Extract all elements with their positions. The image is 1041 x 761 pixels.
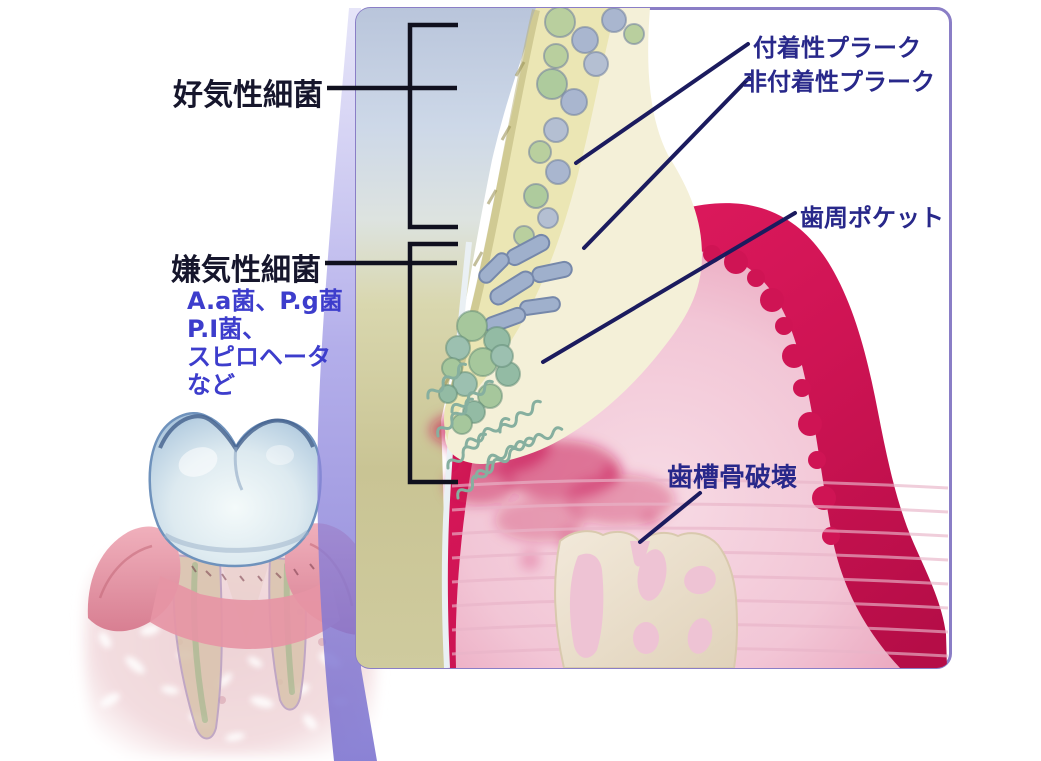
cervical-speckles	[191, 563, 315, 582]
cocci-bacteria	[513, 8, 645, 247]
label-attached-plaque: 付着性プラーク	[753, 34, 921, 62]
anaerobic-example-line-1: A.a菌、P.g菌	[187, 287, 343, 315]
magnifier-cone	[317, 8, 377, 761]
label-unattached-plaque: 非付着性プラーク	[743, 68, 935, 96]
spirochete-bacteria	[426, 362, 564, 500]
bracket-aerobic	[327, 22, 458, 230]
label-anaerobic-examples: A.a菌、P.g菌 P.I菌、 スピロヘータ など	[187, 287, 357, 399]
label-anaerobic-bacteria: 嫌気性細菌	[171, 253, 321, 288]
label-aerobic-bacteria: 好気性細菌	[173, 78, 323, 113]
pointer-periodontal-pocket	[541, 211, 797, 364]
anaerobic-example-line-3: スピロヘータ	[187, 343, 331, 371]
pointer-attached-plaque	[574, 42, 750, 165]
anaerobic-example-line-2: P.I菌、	[187, 315, 267, 343]
tooth-illustration	[83, 411, 377, 756]
callout-pointer-lines	[541, 42, 797, 544]
panel-interior	[356, 8, 949, 668]
label-alveolar-bone-destruction: 歯槽骨破壊	[667, 463, 798, 493]
bone-resorption-holes	[569, 541, 716, 658]
label-periodontal-pocket: 歯周ポケット	[800, 204, 944, 232]
alveolar-bone-fragment	[554, 530, 739, 668]
bracket-anaerobic	[325, 241, 458, 485]
tooth-crown	[148, 411, 322, 568]
rod-bacteria	[478, 233, 573, 334]
pointer-unattached-plaque	[582, 76, 751, 250]
pointer-bone-destruction	[638, 491, 702, 544]
tooth-surface-band	[356, 8, 540, 668]
anaerobic-example-line-4: など	[187, 371, 235, 399]
